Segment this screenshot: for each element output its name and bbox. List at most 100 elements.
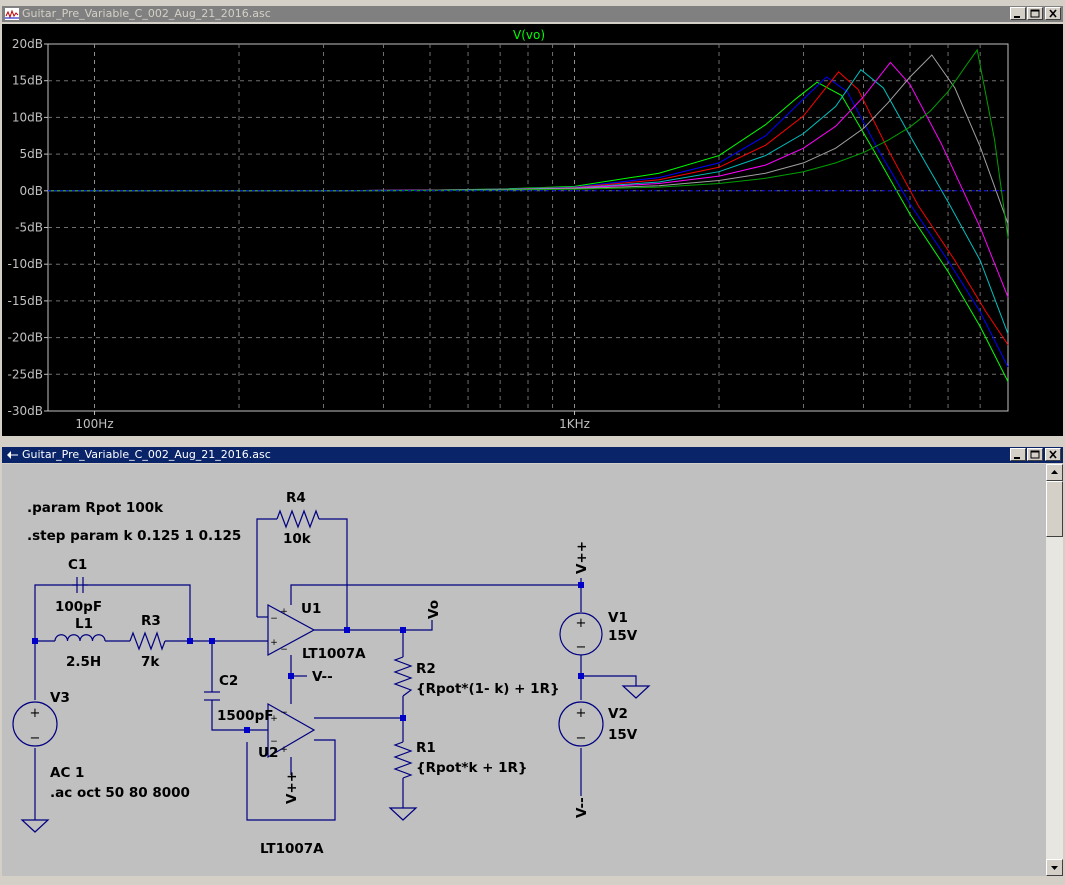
scroll-thumb[interactable]: [1046, 481, 1063, 537]
wire: [256, 518, 277, 617]
v3-minus: −: [30, 731, 41, 746]
u1-inverting-pin: −: [270, 614, 278, 624]
v3-ac-value[interactable]: AC 1: [50, 765, 84, 781]
minimize-button[interactable]: [1010, 7, 1026, 20]
r2-resistor-symbol[interactable]: [393, 656, 413, 697]
schematic-app-icon: [7, 451, 18, 459]
r3-resistor-symbol[interactable]: [129, 631, 166, 651]
r1-label[interactable]: R1: [416, 740, 436, 756]
step-directive[interactable]: .step param k 0.125 1 0.125: [27, 528, 241, 544]
l1-label[interactable]: L1: [75, 616, 93, 632]
y-tick-label: 20dB: [12, 37, 43, 51]
c2-capacitor-symbol[interactable]: [204, 691, 220, 701]
v1-value[interactable]: 15V: [608, 628, 638, 644]
junction-dot: [578, 673, 584, 679]
c1-capacitor-symbol[interactable]: [72, 577, 88, 593]
arrow-up-icon: [1051, 470, 1058, 474]
vpp-net-label[interactable]: V++: [574, 541, 590, 574]
r2-label[interactable]: R2: [416, 661, 436, 677]
v3-label[interactable]: V3: [50, 690, 70, 706]
close-button[interactable]: [1045, 448, 1061, 461]
wire: [319, 518, 348, 630]
param-directive[interactable]: .param Rpot 100k: [27, 500, 164, 516]
r4-value[interactable]: 10k: [283, 531, 312, 547]
x-tick-label: 1KHz: [559, 417, 590, 431]
scroll-up-button[interactable]: [1046, 464, 1063, 481]
y-tick-label: 10dB: [12, 110, 43, 124]
junction-dot: [244, 727, 250, 733]
junction-dot: [32, 638, 38, 644]
junction-dot: [344, 627, 350, 633]
v2-label[interactable]: V2: [608, 706, 628, 722]
plot-title-bar[interactable]: Guitar_Pre_Variable_C_002_Aug_21_2016.as…: [2, 6, 1063, 22]
u1-model[interactable]: LT1007A: [302, 646, 366, 662]
c1-label[interactable]: C1: [68, 557, 87, 573]
y-tick-label: -30dB: [8, 404, 43, 418]
c2-value[interactable]: 1500pF: [217, 708, 273, 724]
r3-value[interactable]: 7k: [141, 654, 160, 670]
v1-plus: +: [576, 616, 587, 631]
vo-net-label[interactable]: Vo: [426, 600, 442, 619]
r4-resistor-symbol[interactable]: [276, 509, 320, 529]
r1-resistor-symbol[interactable]: [393, 741, 413, 779]
y-tick-label: 0dB: [20, 184, 43, 198]
vmm-bottom-net-label[interactable]: V--: [574, 797, 590, 818]
ground-icon: [20, 819, 50, 833]
c2-label[interactable]: C2: [219, 673, 238, 689]
y-tick-label: 5dB: [20, 147, 43, 161]
v2-value[interactable]: 15V: [608, 727, 638, 743]
y-tick-label: -15dB: [8, 294, 43, 308]
junction-dot: [400, 627, 406, 633]
vertical-scrollbar[interactable]: [1046, 464, 1063, 876]
bode-plot[interactable]: 20dB15dB10dB5dB0dB-5dB-10dB-15dB-20dB-25…: [2, 24, 1063, 436]
v3-voltage-source[interactable]: [12, 701, 58, 747]
y-tick-label: 15dB: [12, 74, 43, 88]
u1-label[interactable]: U1: [301, 601, 321, 617]
trace-label[interactable]: V(vo): [513, 28, 545, 42]
v1-label[interactable]: V1: [608, 610, 628, 626]
r4-label[interactable]: R4: [286, 490, 306, 506]
waveform-app-icon: [5, 8, 19, 20]
u2-model[interactable]: LT1007A: [260, 841, 324, 857]
u2-label[interactable]: U2: [258, 745, 278, 761]
u2-opamp-symbol[interactable]: [267, 702, 316, 759]
junction-dot: [187, 638, 193, 644]
y-tick-label: -10dB: [8, 257, 43, 271]
schematic-drawing[interactable]: + − + − + − − + + − − + + − .param Rpot …: [2, 464, 1046, 876]
ac-directive[interactable]: .ac oct 50 80 8000: [50, 785, 190, 801]
plot-window-title: Guitar_Pre_Variable_C_002_Aug_21_2016.as…: [22, 7, 271, 20]
l1-value[interactable]: 2.5H: [66, 654, 101, 670]
close-button[interactable]: [1045, 7, 1061, 20]
v1-voltage-source[interactable]: [559, 612, 603, 656]
junction-dot: [288, 673, 294, 679]
r2-value[interactable]: {Rpot*(1- k) + 1R}: [416, 681, 560, 697]
y-tick-label: -25dB: [8, 367, 43, 381]
wire: [246, 739, 336, 821]
x-tick-label: 100Hz: [75, 417, 113, 431]
schematic-window-title: Guitar_Pre_Variable_C_002_Aug_21_2016.as…: [22, 448, 271, 461]
maximize-button[interactable]: [1027, 7, 1043, 20]
vmm-net-label[interactable]: V--: [312, 669, 333, 685]
ground-icon: [388, 807, 418, 821]
vpp-u2-net-label[interactable]: V++: [284, 771, 300, 804]
junction-dot: [578, 582, 584, 588]
l1-inductor-symbol[interactable]: [54, 634, 106, 642]
plot-window: Guitar_Pre_Variable_C_002_Aug_21_2016.as…: [0, 0, 1065, 440]
v2-minus: −: [576, 731, 587, 746]
v2-voltage-source[interactable]: [558, 701, 604, 747]
wire: [290, 584, 581, 605]
v3-plus: +: [30, 706, 41, 721]
scroll-down-button[interactable]: [1046, 859, 1063, 876]
u2-noninverting-pin: +: [270, 714, 278, 724]
u1-opamp-symbol[interactable]: [267, 603, 316, 657]
schematic-title-bar[interactable]: Guitar_Pre_Variable_C_002_Aug_21_2016.as…: [2, 447, 1063, 463]
schematic-canvas[interactable]: + − + − + − − + + − − + + − .param Rpot …: [2, 464, 1046, 876]
v1-minus: −: [576, 640, 587, 655]
minimize-button[interactable]: [1010, 448, 1026, 461]
wire: [314, 620, 433, 631]
r3-label[interactable]: R3: [141, 613, 161, 629]
r1-value[interactable]: {Rpot*k + 1R}: [416, 760, 528, 776]
c1-value[interactable]: 100pF: [55, 599, 102, 615]
maximize-button[interactable]: [1027, 448, 1043, 461]
